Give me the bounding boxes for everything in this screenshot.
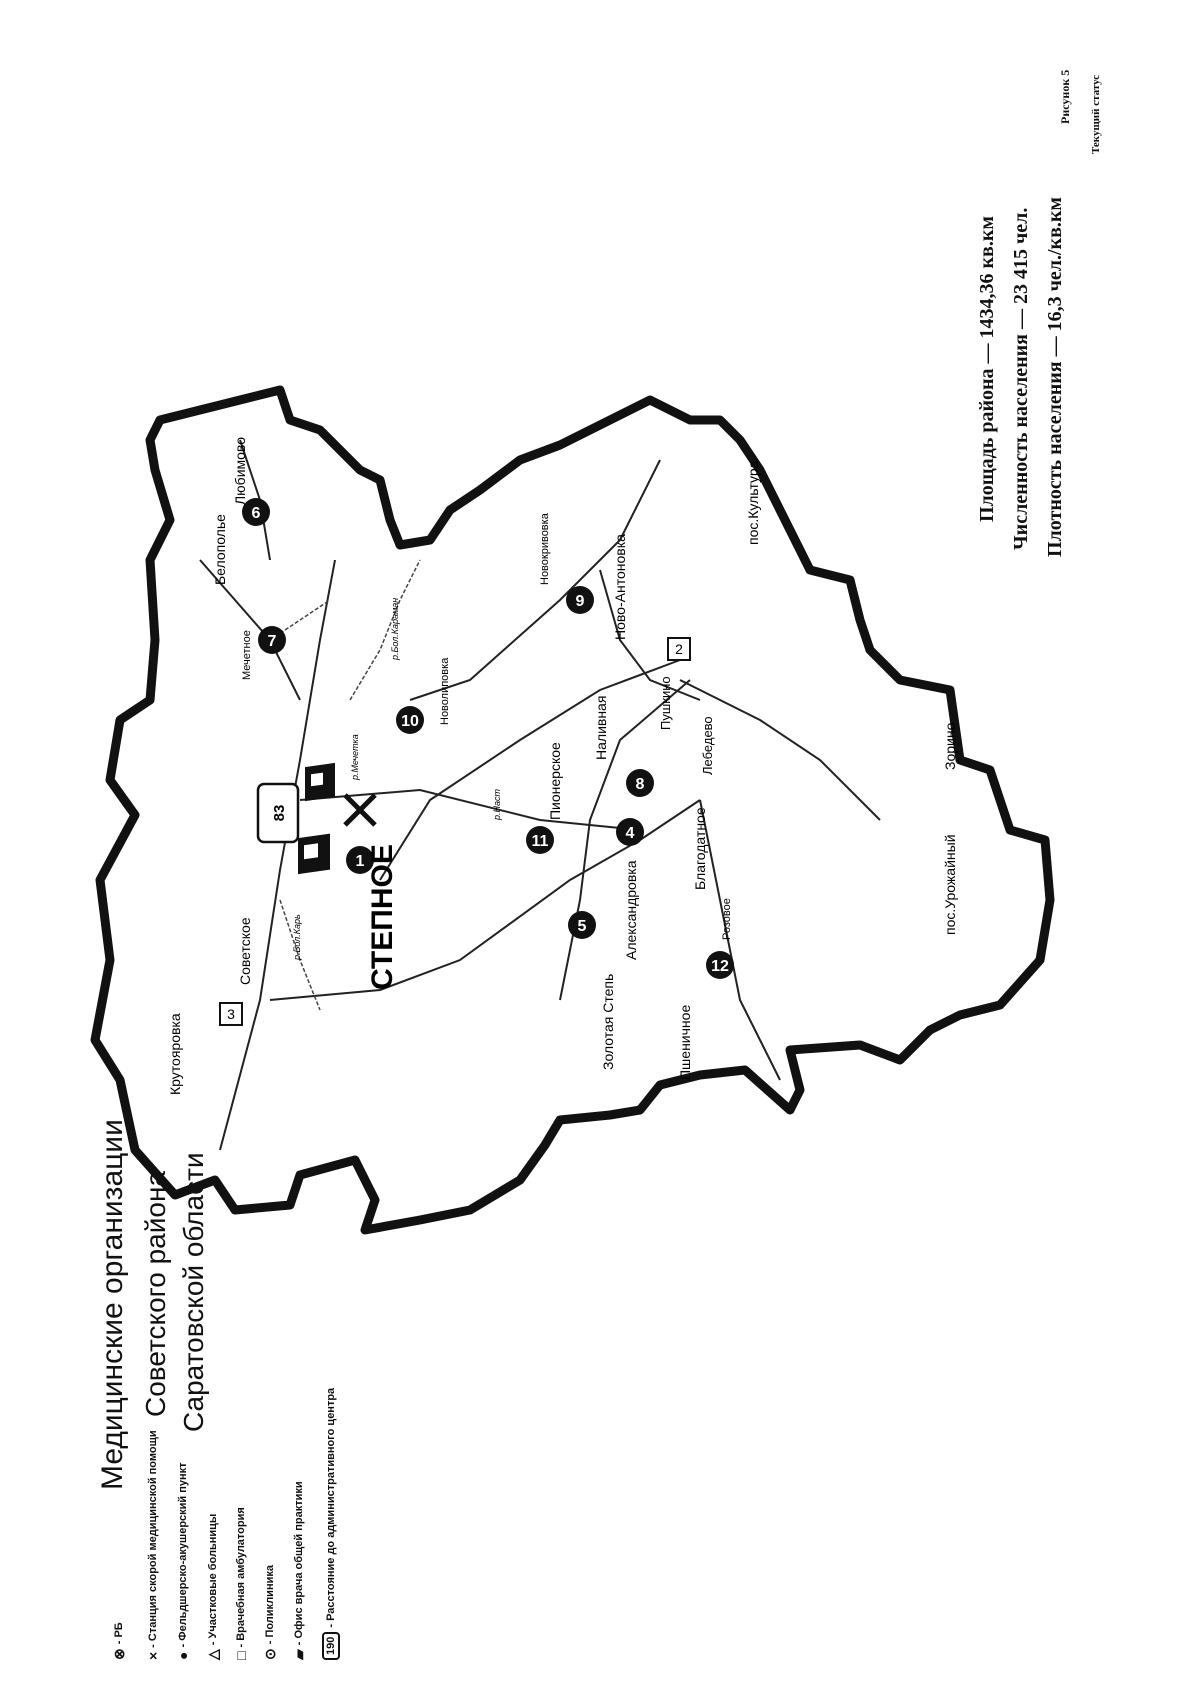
- settlement-label: Наливная: [593, 696, 609, 760]
- river-label: р.Наст: [492, 788, 502, 821]
- point-10-label: 10: [401, 713, 419, 730]
- point-7-label: 7: [268, 633, 277, 650]
- settlement-label: Пушкино: [658, 676, 673, 730]
- district-boundary: [90, 385, 1055, 1235]
- point-9: 9: [566, 586, 594, 614]
- point-8-label: 8: [636, 776, 645, 793]
- point-4-label: 4: [626, 825, 635, 842]
- settlement-label: Розовое: [721, 898, 733, 940]
- point-12: 12: [706, 951, 734, 979]
- river-labels: р.Мечетка р.Бол.Караман р.Бол.Карь р.Нас…: [292, 598, 502, 961]
- river-label: р.Бол.Карь: [292, 914, 302, 961]
- settlement-label: Новокривовка: [539, 512, 551, 585]
- gp-office-markers: [298, 762, 335, 875]
- point-7: 7: [258, 626, 286, 654]
- settlement-label: пос.Культура: [745, 460, 761, 545]
- point-6-label: 6: [252, 505, 261, 522]
- settlement-label: пос.Урожайный: [942, 834, 958, 935]
- point-1: 1: [346, 846, 374, 874]
- point-5: 5: [568, 911, 596, 939]
- ambulance-station-marker: [343, 793, 377, 827]
- point-3-label: 3: [227, 1006, 235, 1022]
- settlement-labels: Крутояровка Советское Мечетное Белополье…: [167, 437, 958, 1095]
- river-label: р.Мечетка: [350, 734, 360, 781]
- point-2: 2: [667, 637, 691, 661]
- point-9-label: 9: [576, 593, 585, 610]
- distance-box: 83: [256, 782, 300, 844]
- point-11: 11: [526, 826, 554, 854]
- settlement-label: Ново-Антоновка: [612, 534, 628, 640]
- point-1-label: 1: [356, 853, 365, 870]
- point-10: 10: [396, 706, 424, 734]
- settlement-label: Новолиповка: [439, 657, 451, 725]
- point-5-label: 5: [578, 918, 587, 935]
- point-2-label: 2: [675, 641, 683, 657]
- point-12-label: 12: [711, 958, 729, 975]
- point-3: 3: [219, 1002, 243, 1026]
- numbered-points: 6 7 10 1 9 8 11 4 5 12: [242, 498, 734, 979]
- settlement-label: Зорино: [942, 722, 958, 770]
- settlement-label: Благодатное: [692, 807, 708, 890]
- boxed-points: 3 2: [219, 637, 691, 1026]
- settlement-label: Любимово: [232, 437, 248, 505]
- settlement-label: Мечетное: [241, 630, 253, 680]
- point-8: 8: [626, 769, 654, 797]
- distance-value: 83: [271, 805, 288, 822]
- settlement-label: Белополье: [212, 514, 228, 585]
- river-label: р.Бол.Караман: [390, 598, 400, 661]
- point-11-label: 11: [532, 833, 549, 850]
- settlement-label: Крутояровка: [167, 1013, 183, 1095]
- settlement-label: Пшеничное: [677, 1005, 693, 1080]
- settlement-label: Александровка: [623, 860, 639, 960]
- center-label: СТЕПНОЕ: [366, 844, 399, 990]
- settlement-label: Лебедево: [700, 716, 715, 775]
- point-4: 4: [616, 818, 644, 846]
- point-6: 6: [242, 498, 270, 526]
- settlement-label: Советское: [237, 917, 253, 985]
- settlement-label: Золотая Степь: [600, 974, 616, 1070]
- settlement-label: Пионерское: [547, 742, 563, 820]
